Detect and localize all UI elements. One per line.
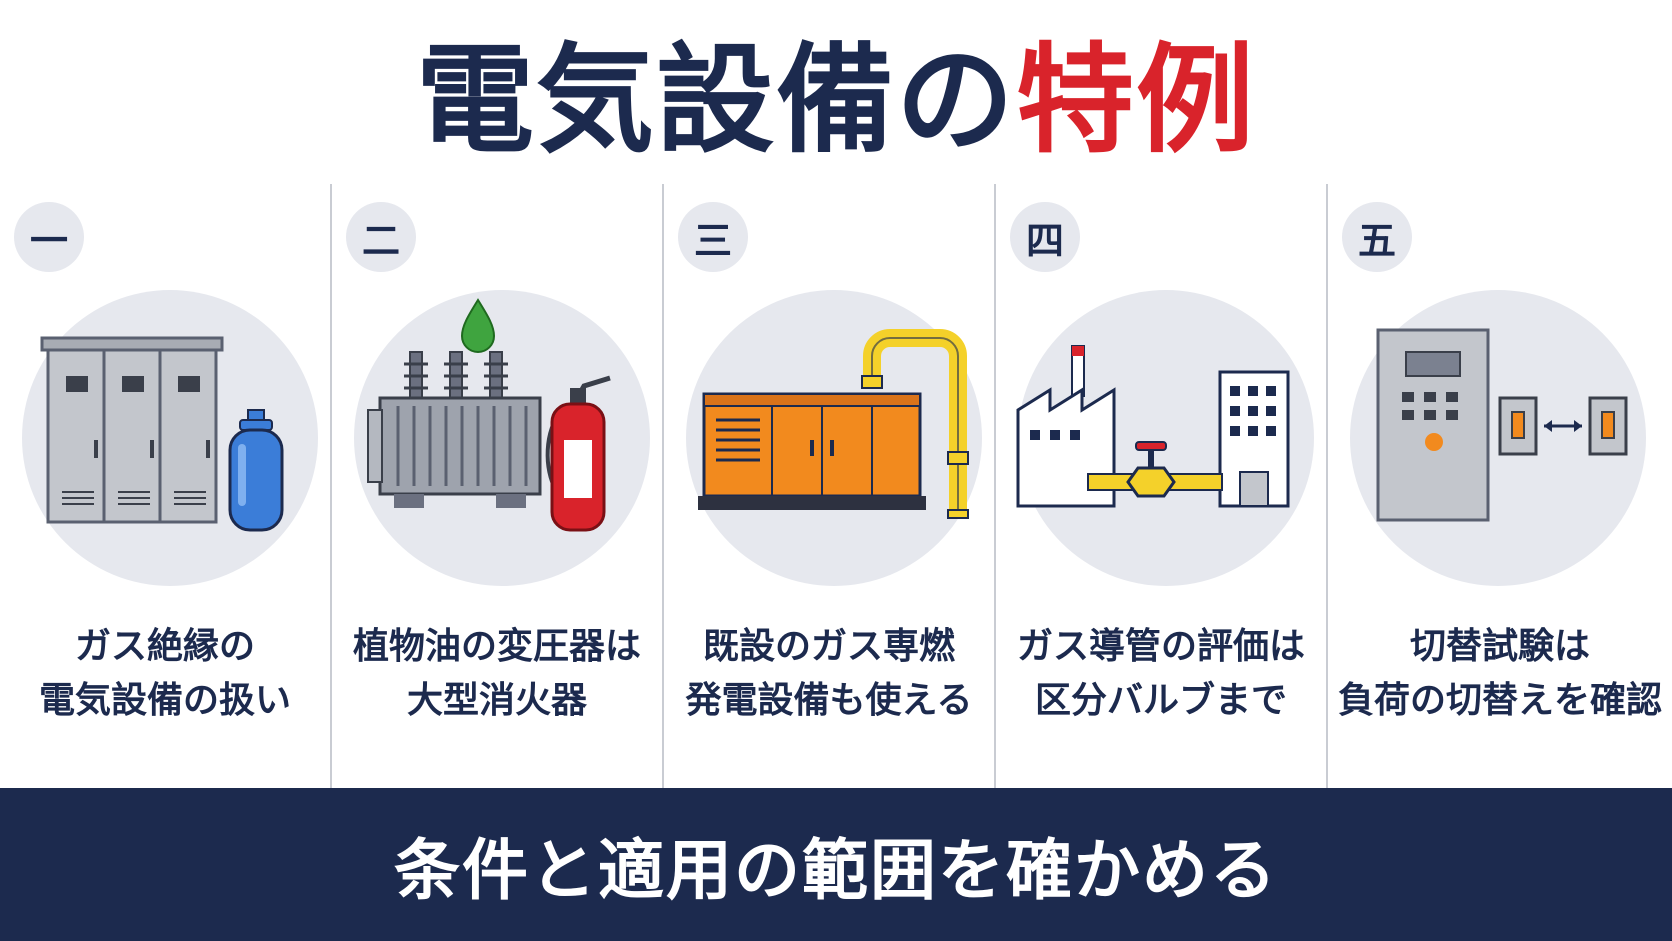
gas-insulated-switchgear-icon xyxy=(12,280,328,596)
footer-text: 条件と適用の範囲を確かめる xyxy=(394,831,1278,909)
title-accent: 特例 xyxy=(1016,30,1257,169)
footer-banner: 条件と適用の範囲を確かめる xyxy=(0,788,1672,941)
gas-pipeline-valve-icon xyxy=(1008,280,1324,596)
panel-caption: ガス絶縁の 電気設備の扱い xyxy=(38,626,291,721)
panel-caption: 植物油の変圧器は 大型消火器 xyxy=(352,626,641,721)
panel-5: 五 切替試験は 負荷の切替えを確認 xyxy=(1328,184,1672,788)
gas-generator-icon xyxy=(676,280,992,596)
page-title: 電気設備の特例 xyxy=(0,0,1672,178)
panel-number-badge: 五 xyxy=(1342,202,1412,272)
switching-panel-icon xyxy=(1340,280,1656,596)
special-case-panels: 一 xyxy=(0,184,1672,788)
transformer-extinguisher-icon xyxy=(344,280,660,596)
panel-4: 四 ガス導管の評価は xyxy=(996,184,1328,788)
panel-caption: ガス導管の評価は 区分バルブまで xyxy=(1016,626,1305,721)
panel-number-badge: 一 xyxy=(14,202,84,272)
panel-2: 二 xyxy=(332,184,664,788)
panel-1: 一 xyxy=(0,184,332,788)
panel-caption: 切替試験は 負荷の切替えを確認 xyxy=(1337,626,1662,721)
panel-number-badge: 三 xyxy=(678,202,748,272)
panel-3: 三 既設のガス専燃 発電設 xyxy=(664,184,996,788)
panel-caption: 既設のガス専燃 発電設備も使える xyxy=(685,626,973,721)
panel-number-badge: 二 xyxy=(346,202,416,272)
panel-number-badge: 四 xyxy=(1010,202,1080,272)
title-main: 電気設備の xyxy=(415,30,1016,169)
